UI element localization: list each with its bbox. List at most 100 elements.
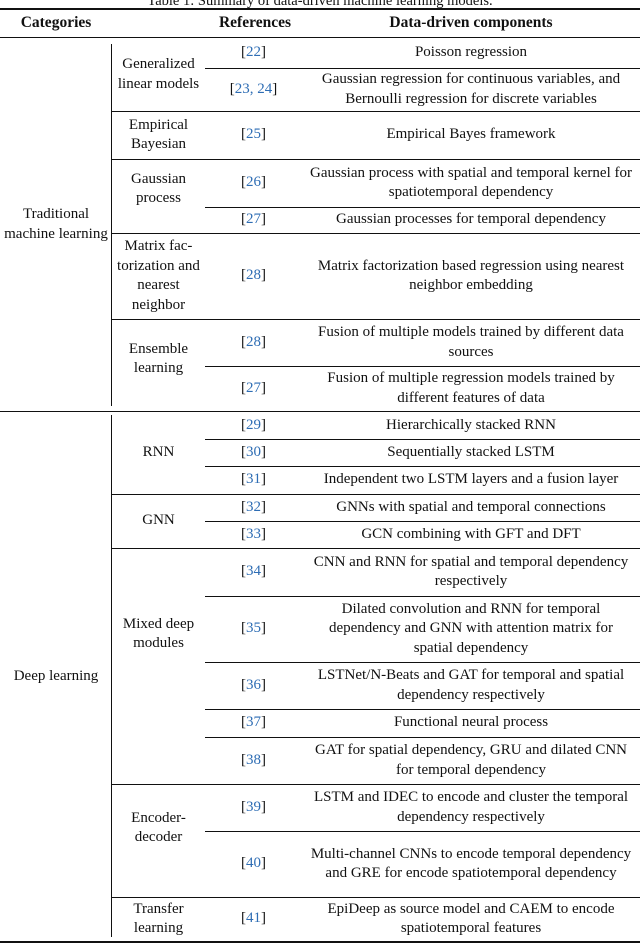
bracket: ]: [261, 620, 266, 637]
bracket: [: [241, 855, 246, 872]
citation-link[interactable]: 26: [246, 174, 261, 191]
table-row-reference: [32]: [205, 494, 302, 521]
bracket: [: [241, 798, 246, 815]
citation-link[interactable]: 27: [246, 379, 261, 396]
row-divider: [112, 233, 640, 234]
citation-link[interactable]: 39: [246, 798, 261, 815]
table-row-component: EpiDeep as source model and CAEM to enco…: [327, 900, 615, 937]
table-caption: Table 1: Summary of data-driven machine …: [147, 0, 493, 9]
bracket: [: [241, 471, 246, 488]
citation-link[interactable]: 29: [246, 416, 261, 433]
table-row-component: Empirical Bayes framework: [386, 126, 556, 143]
citation-link[interactable]: 23, 24: [234, 80, 273, 97]
citation-link[interactable]: 22: [246, 44, 261, 61]
citation-link[interactable]: 32: [246, 498, 261, 515]
row-divider: [205, 521, 640, 522]
citation-link[interactable]: 30: [246, 443, 261, 460]
citation-link[interactable]: 25: [246, 126, 261, 143]
row-divider: [205, 366, 640, 367]
citation-link[interactable]: 40: [246, 855, 261, 872]
table-row-reference: [25]: [205, 111, 302, 159]
bracket: ]: [261, 333, 266, 350]
bracket: [: [241, 44, 246, 61]
bottom-rule: [0, 941, 640, 943]
table-row-component: Fusion of multiple regression models tra…: [327, 370, 615, 406]
bracket: ]: [261, 126, 266, 143]
table-row-component: Gaussian regression for continuous varia…: [321, 71, 621, 107]
bracket: [: [229, 80, 235, 97]
citation-link[interactable]: 31: [246, 471, 261, 488]
bracket: [: [241, 126, 246, 143]
bracket: [: [241, 498, 246, 515]
table-row-component: Hierarchically stacked RNN: [386, 416, 556, 433]
row-divider: [112, 494, 640, 495]
citation-link[interactable]: 28: [246, 333, 261, 350]
bracket: [: [241, 620, 246, 637]
bracket: [: [241, 379, 246, 396]
table-row-reference: [37]: [205, 709, 302, 737]
table-row-reference: [23, 24]: [205, 68, 302, 111]
bracket: ]: [261, 44, 266, 61]
row-divider: [112, 159, 640, 160]
citation-link[interactable]: 27: [246, 211, 261, 228]
table-row-reference: [36]: [205, 662, 302, 709]
row-divider: [112, 784, 640, 785]
table-row-component: Gaussian processes for temporal dependen…: [336, 211, 606, 228]
bracket: ]: [261, 498, 266, 515]
bracket: ]: [261, 267, 266, 284]
header-categories: Categories: [20, 14, 92, 32]
table-row-reference: [27]: [205, 207, 302, 233]
bracket: ]: [261, 910, 266, 927]
bracket: [: [241, 563, 246, 580]
row-divider: [205, 596, 640, 597]
bracket: ]: [261, 751, 266, 768]
table-row-component: Sequentially stacked LSTM: [387, 443, 555, 460]
bracket: ]: [261, 443, 266, 460]
vertical-divider: [111, 44, 112, 406]
header-components: Data-driven components: [389, 14, 553, 32]
row-divider: [205, 68, 640, 69]
bracket: ]: [261, 211, 266, 228]
table-row-reference: [30]: [205, 439, 302, 466]
row-divider: [205, 207, 640, 208]
citation-link[interactable]: 35: [246, 620, 261, 637]
row-divider: [205, 662, 640, 663]
table-row-component: LSTM and IDEC to encode and cluster the …: [313, 789, 629, 825]
citation-link[interactable]: 36: [246, 676, 261, 693]
table-row-component: CNN and RNN for spatial and temporal dep…: [313, 553, 629, 590]
section-rule: [0, 411, 640, 412]
bracket: ]: [261, 174, 266, 191]
bracket: ]: [261, 471, 266, 488]
row-divider: [112, 319, 640, 320]
citation-link[interactable]: 34: [246, 563, 261, 580]
bracket: [: [241, 416, 246, 433]
table-row-component: GNNs with spatial and temporal connectio…: [336, 498, 606, 515]
bracket: [: [241, 676, 246, 693]
citation-link[interactable]: 37: [246, 714, 261, 731]
bracket: [: [241, 714, 246, 731]
category-deep-learning: Deep learning: [13, 667, 99, 684]
citation-link[interactable]: 28: [246, 267, 261, 284]
subcategory-transfer: Transfer learning: [133, 900, 184, 937]
bracket: [: [241, 751, 246, 768]
subcategory-rnn: RNN: [142, 444, 175, 461]
citation-link[interactable]: 38: [246, 751, 261, 768]
table-row-reference: [27]: [205, 366, 302, 411]
table-row-component: GAT for spatial dependency, GRU and dila…: [314, 742, 627, 778]
bracket: ]: [272, 80, 278, 97]
row-divider: [205, 737, 640, 738]
table-row-reference: [33]: [205, 521, 302, 548]
citation-link[interactable]: 33: [246, 525, 261, 542]
subcategory-glm: Generalized linear models: [117, 56, 200, 92]
table-row-component: Gaussian process with spatial and tempor…: [310, 164, 632, 201]
category-traditional-ml: Traditional machine learning: [4, 206, 108, 242]
bracket: [: [241, 174, 246, 191]
table-row-reference: [34]: [205, 548, 302, 596]
table-row-reference: [40]: [205, 831, 302, 897]
table-row-reference: [28]: [205, 319, 302, 366]
citation-link[interactable]: 41: [246, 910, 261, 927]
row-divider: [205, 466, 640, 467]
header-rule: [0, 37, 640, 38]
table-row-component: Fusion of multiple models trained by dif…: [318, 324, 624, 360]
subcategory-encoder-decoder: Encoder- decoder: [131, 809, 186, 846]
